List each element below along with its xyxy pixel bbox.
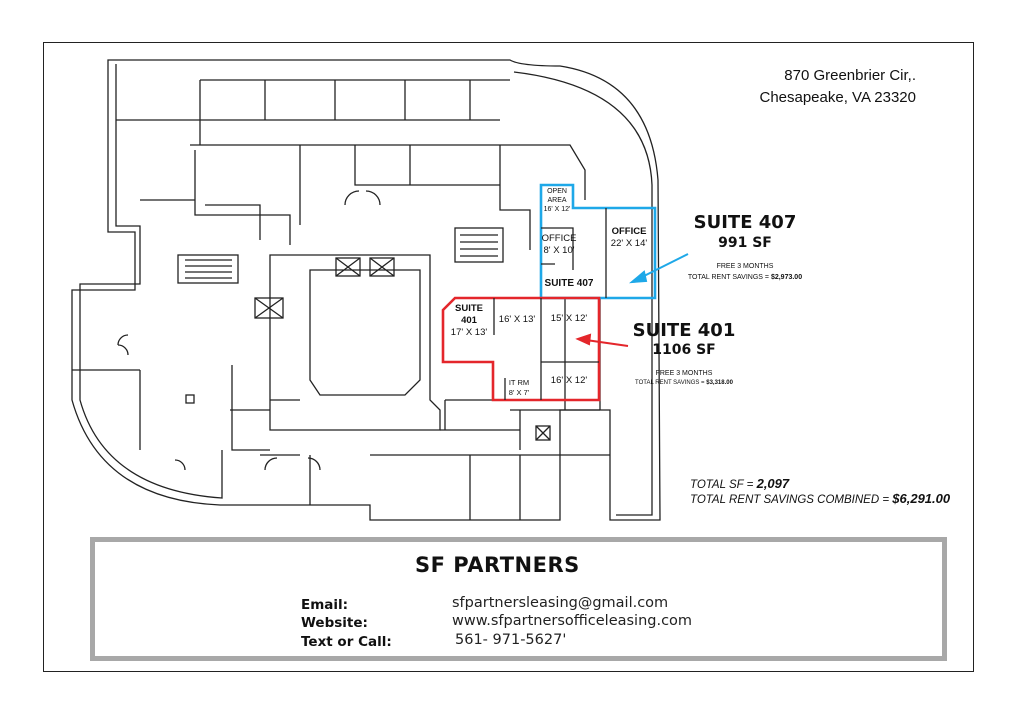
room-label: SUITE — [455, 303, 483, 314]
total-savings-label: TOTAL RENT SAVINGS COMBINED = — [690, 494, 893, 506]
total-sf: TOTAL SF = 2,097 — [690, 476, 789, 491]
suite-407-title: SUITE 407 — [693, 212, 797, 233]
room-label: IT RM — [508, 378, 530, 387]
suite-401-outline — [441, 296, 601, 402]
building-outline — [71, 59, 661, 521]
total-savings-value: $6,291.00 — [892, 491, 951, 506]
suite-401-sf: 1106 SF — [652, 342, 716, 358]
email-label: Email: — [301, 597, 349, 613]
email-link[interactable]: sfpartnersleasing@gmail.com — [452, 595, 669, 611]
room-dimensions: 16' X 12' — [543, 206, 571, 213]
suite-407-plan-label: SUITE 407 — [544, 278, 594, 289]
room-label: 401 — [461, 315, 477, 326]
website-link[interactable]: www.sfpartnersofficeleasing.com — [452, 613, 693, 629]
total-sf-value: 2,097 — [756, 476, 790, 491]
contact-box — [90, 537, 947, 661]
room-label: OFFICE — [611, 226, 647, 237]
suite-407-promo: FREE 3 MONTHS — [716, 263, 774, 270]
suite-401-promo: FREE 3 MONTHS — [655, 370, 713, 377]
suite-401-title: SUITE 401 — [632, 320, 736, 341]
page-frame — [43, 42, 974, 672]
room-office-small: OFFICE 8' X 10' — [542, 233, 577, 257]
suite-407-sf: 991 SF — [718, 235, 772, 251]
suite-401-arrow — [575, 333, 629, 347]
room-dimensions: 22' X 14' — [610, 238, 648, 249]
room-label: OPEN — [547, 188, 567, 195]
room-it: IT RM 8' X 7' — [509, 378, 529, 398]
brand-name: SF PARTNERS — [415, 553, 580, 577]
room-16x13: 16' X 13' — [498, 314, 536, 325]
suite-407-savings: TOTAL RENT SAVINGS = $2,973.00 — [688, 274, 802, 281]
savings-label: TOTAL RENT SAVINGS = — [687, 274, 769, 281]
total-sf-label: TOTAL SF = — [690, 479, 757, 491]
suite-407-arrow — [628, 253, 689, 284]
room-16x12: 16' X 12' — [550, 375, 588, 386]
total-savings: TOTAL RENT SAVINGS COMBINED = $6,291.00 — [690, 491, 950, 506]
savings-label: TOTAL RENT SAVINGS = — [635, 380, 705, 386]
savings-value: $3,318.00 — [706, 380, 733, 386]
phone-label: Text or Call: — [301, 634, 392, 650]
room-label: AREA — [547, 197, 567, 204]
suite-401-plan-label: SUITE 401 17' X 13' — [451, 303, 487, 339]
room-open-area: OPEN AREA 16' X 12' — [544, 187, 571, 214]
room-dimensions: 17' X 13' — [450, 327, 488, 338]
room-dimensions: 8' X 10' — [543, 245, 575, 256]
address-line-2: Chesapeake, VA 23320 — [759, 89, 916, 106]
room-15x12: 15' X 12' — [550, 313, 588, 324]
room-label: OFFICE — [541, 233, 577, 244]
suite-401-savings: TOTAL RENT SAVINGS = $3,318.00 — [635, 380, 733, 386]
room-office-large: OFFICE 22' X 14' — [611, 226, 647, 250]
room-dimensions: 8' X 7' — [508, 388, 530, 397]
phone-number[interactable]: 561- 971-5627' — [455, 632, 567, 648]
savings-value: $2,973.00 — [770, 274, 803, 281]
address-line-1: 870 Greenbrier Cir,. — [784, 67, 916, 84]
website-label: Website: — [301, 615, 368, 631]
